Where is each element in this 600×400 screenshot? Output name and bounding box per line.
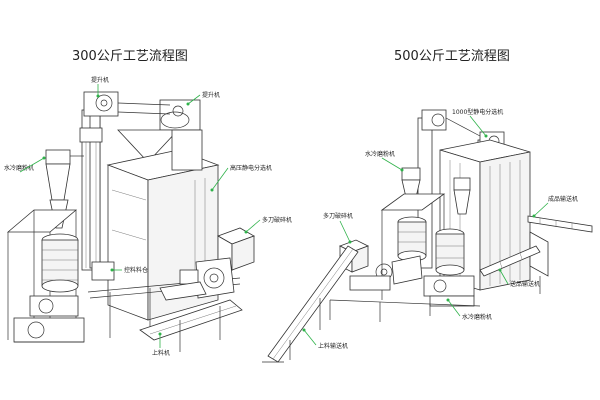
label-water-cooled-mill-top: 水冷磨粉机 [365, 150, 395, 158]
right-diagram: 500公斤工艺流程图 [262, 49, 593, 363]
right-water-cooled-mill-bottom [423, 228, 475, 307]
label-multi-blade-crusher-right: 多刀破碎机 [323, 212, 353, 220]
label-hv-separator: 高压静电分选机 [230, 164, 272, 172]
left-elevator-column [79, 91, 119, 271]
left-water-cooled-mill [6, 149, 85, 343]
left-title: 300公斤工艺流程图 [72, 49, 188, 64]
label-screw-conveyor-right: 成品输送机 [548, 195, 578, 203]
label-feed-conveyor-right: 上料输送机 [318, 342, 348, 350]
right-base-frame [329, 299, 481, 322]
label-feed-conveyor: 上料机 [152, 349, 170, 357]
right-screw-conveyors [479, 215, 593, 294]
left-separator-tower [106, 99, 220, 321]
left-multi-blade-crusher [159, 227, 255, 301]
right-water-cooled-mill-top [380, 167, 446, 300]
label-water-cooled-mill-bottom: 水冷磨粉机 [462, 313, 492, 321]
label-water-cooled-mill: 水冷磨粉机 [4, 164, 34, 172]
right-title: 500公斤工艺流程图 [394, 49, 510, 64]
right-feed-conveyor [262, 245, 359, 363]
label-elevator-right: 提升机 [202, 91, 220, 99]
label-elevator-top: 提升机 [91, 76, 109, 84]
right-callouts: 1000型静电分选机 水冷磨粉机 多刀破碎机 成品输送机 送品输送机 水冷磨粉机… [302, 108, 578, 350]
left-callouts: 提升机 提升机 水冷磨粉机 高压静电分选机 多刀破碎机 控料料仓 上料机 [4, 76, 292, 357]
label-feed-hopper: 控料料仓 [124, 266, 148, 274]
label-multi-blade-crusher: 多刀破碎机 [262, 216, 292, 224]
left-diagram: 300公斤工艺流程图 [4, 49, 292, 357]
label-1000-separator: 1000型静电分选机 [452, 108, 503, 116]
label-screw-conveyor-bottom: 送品输送机 [510, 280, 540, 288]
